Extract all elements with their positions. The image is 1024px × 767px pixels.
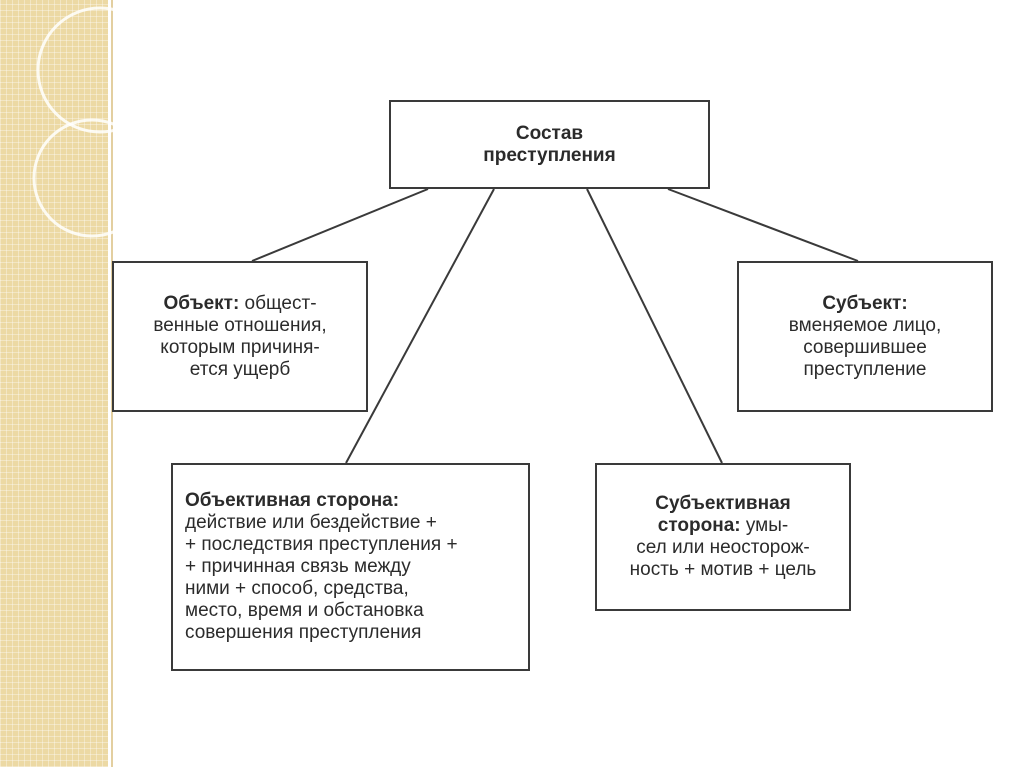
root-line-1: Состав — [515, 122, 584, 144]
object-line-3: которым причиня- — [160, 336, 320, 358]
connector-to-subjective-side — [586, 188, 723, 464]
object-line-4: ется ущерб — [189, 358, 291, 380]
object-first-rest: общест- — [239, 292, 317, 314]
object-first-line: Объект: общест- — [114, 293, 366, 315]
root-box-crime-composition: Состав преступления — [389, 100, 710, 189]
subject-title: Субъект: — [822, 292, 908, 314]
connector-to-objective-side — [345, 188, 495, 464]
objective-side-line-6: совершения преступления — [185, 622, 422, 643]
subjective-side-title: Субъективная — [655, 493, 791, 514]
root-line-2: преступления — [483, 144, 616, 166]
objective-side-line-1: действие или бездействие + — [185, 512, 437, 533]
subjective-side-line-3: сел или неосторож- — [636, 537, 810, 558]
objective-side-line-2: + последствия преступления + — [185, 534, 458, 555]
subjective-side-second-line: сторона: умы- — [597, 515, 849, 537]
subject-line-2: вменяемое лицо, — [788, 314, 942, 336]
objective-side-line-4: ними + способ, средства, — [185, 578, 409, 599]
subjective-side-box: Субъективная сторона: умы- сел или неост… — [595, 463, 851, 611]
subject-box: Субъект: вменяемое лицо, совершившее пре… — [737, 261, 993, 412]
connector-to-subject — [667, 188, 859, 262]
subjective-side-line-4: ность + мотив + цель — [629, 559, 817, 580]
objective-side-title: Объективная сторона: — [185, 490, 400, 511]
object-title: Объект: — [163, 292, 240, 314]
object-box: Объект: общест- венные отношения, которы… — [112, 261, 368, 412]
decorative-circle-bottom — [32, 118, 120, 238]
objective-side-line-5: место, время и обстановка — [185, 600, 424, 621]
decorative-side-strip — [0, 0, 108, 767]
objective-side-line-3: + причинная связь между — [185, 556, 411, 577]
subjective-side-title-2: сторона: — [657, 515, 741, 536]
subject-line-3: совершившее — [803, 336, 927, 358]
connector-to-object — [251, 188, 429, 262]
objective-side-box: Объективная сторона: действие или бездей… — [171, 463, 530, 671]
object-line-2: венные отношения, — [153, 314, 327, 336]
subjective-side-second-rest: умы- — [740, 515, 789, 536]
decorative-circles — [32, 6, 120, 238]
decorative-circle-top — [36, 6, 120, 134]
subject-line-4: преступление — [803, 358, 927, 380]
